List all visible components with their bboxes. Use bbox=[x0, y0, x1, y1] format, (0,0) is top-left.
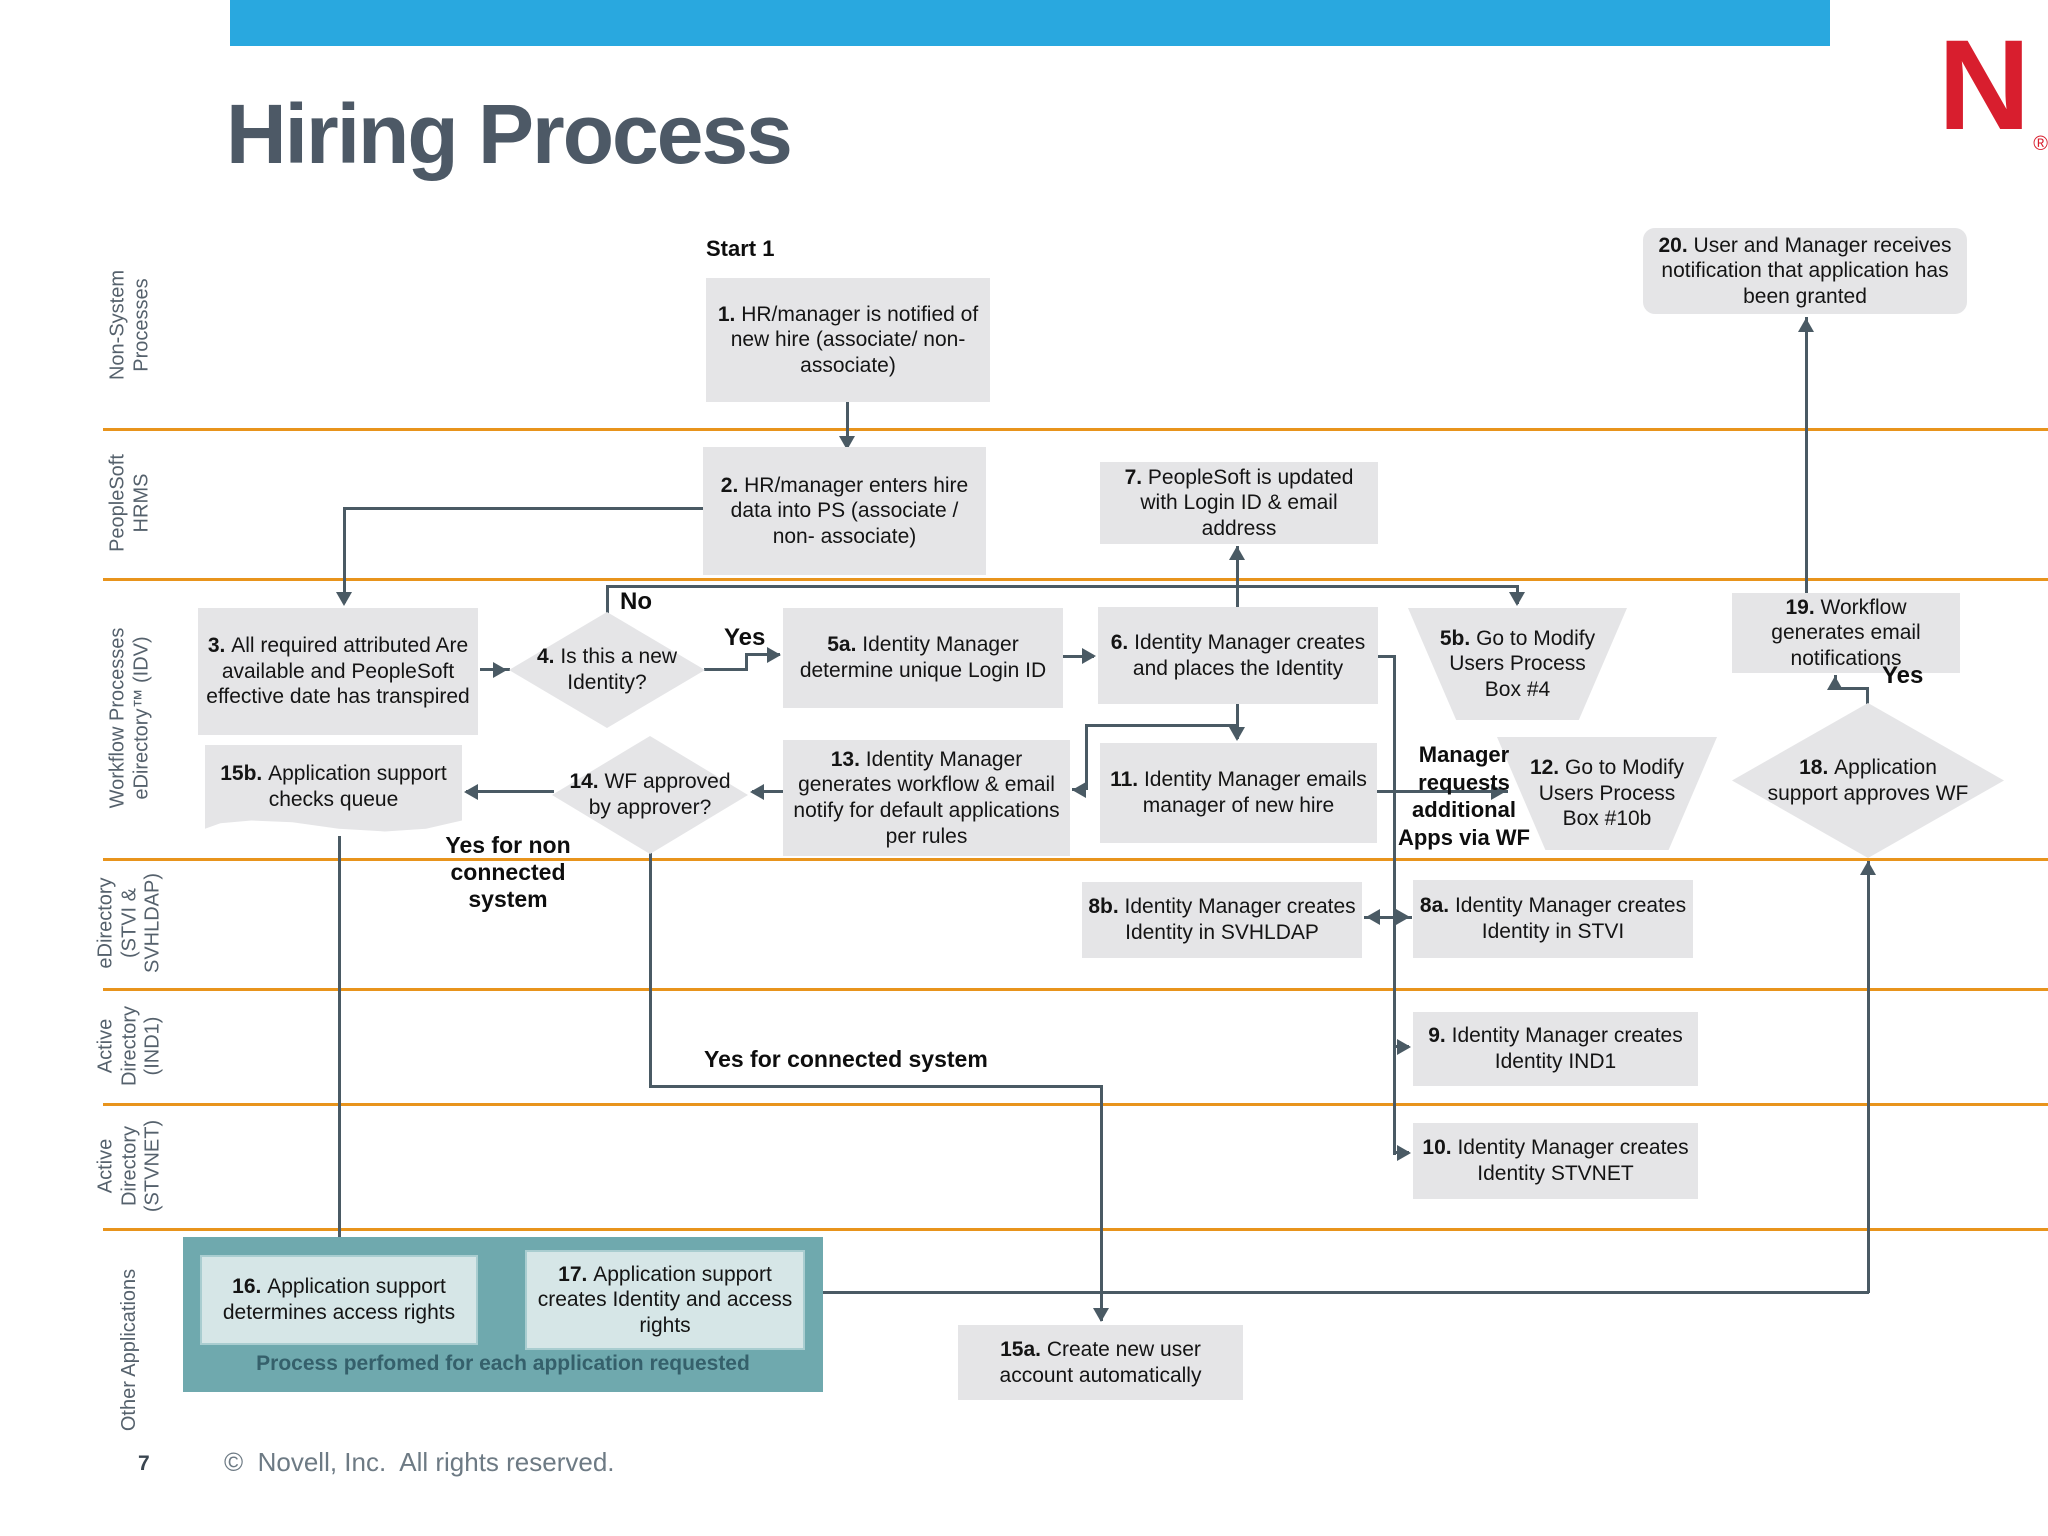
arrowhead bbox=[336, 592, 352, 606]
step-10-box: 10.Identity Manager creates Identity STV… bbox=[1413, 1123, 1698, 1199]
edge-label-yes-non-connected: Yes for non connected system bbox=[445, 832, 571, 912]
arrowhead bbox=[1397, 1145, 1411, 1161]
edge-label-yes: Yes bbox=[724, 624, 766, 651]
step-16-box: 16.Application support determines access… bbox=[200, 1255, 478, 1345]
step-2-box: 2.HR/manager enters hire data into PS (a… bbox=[703, 447, 986, 575]
step-9-box: 9.Identity Manager creates Identity IND1 bbox=[1413, 1012, 1698, 1086]
connector-line bbox=[1867, 861, 1870, 1293]
novell-logo-letter: N bbox=[1938, 14, 2031, 157]
step-15b-document: 15b.Application support checks queue bbox=[205, 745, 462, 837]
lane-label-workflow: Workflow Processes eDirectory™ (IDV) bbox=[106, 627, 152, 809]
connector-line bbox=[1100, 1085, 1103, 1321]
arrowhead bbox=[839, 436, 855, 450]
step-5b-trapezoid: 5b.Go to Modify Users Process Box #4 bbox=[1408, 608, 1627, 720]
step-13-box: 13.Identity Manager generates workflow &… bbox=[783, 740, 1070, 856]
arrowhead bbox=[1082, 648, 1096, 664]
lane-label-ad-ind1: Active Directory (IND1) bbox=[94, 1005, 164, 1087]
connector-line bbox=[704, 668, 748, 671]
lane-label-non-system: Non-System Processes bbox=[106, 269, 152, 381]
connector-line bbox=[1393, 655, 1396, 1155]
lane-divider bbox=[103, 1228, 2048, 1231]
connector-line bbox=[649, 853, 652, 1088]
step-19-box: 19.Workflow generates email notification… bbox=[1732, 593, 1960, 673]
lane-divider bbox=[103, 988, 2048, 991]
arrowhead bbox=[464, 784, 478, 800]
lane-divider bbox=[103, 578, 2048, 581]
connector-line bbox=[606, 585, 609, 615]
page-number: 7 bbox=[138, 1452, 150, 1475]
connector-line bbox=[846, 402, 849, 448]
arrowhead bbox=[1860, 861, 1876, 875]
lane-divider bbox=[103, 428, 2048, 431]
process-group-caption: Process perfomed for each application re… bbox=[256, 1352, 750, 1375]
arrowhead bbox=[1798, 318, 1814, 332]
connector-line bbox=[1866, 687, 1869, 705]
accent-bar bbox=[230, 0, 1830, 46]
connector-line bbox=[1085, 724, 1238, 727]
connector-line bbox=[745, 653, 780, 656]
step-6-box: 6.Identity Manager creates and places th… bbox=[1098, 607, 1378, 704]
arrowhead bbox=[1229, 727, 1245, 741]
connector-line bbox=[343, 507, 346, 603]
step-17-box: 17.Application support creates Identity … bbox=[525, 1250, 805, 1350]
lane-label-ad-stvnet: Active Directory (STVNET) bbox=[94, 1119, 164, 1213]
connector-line bbox=[606, 585, 1518, 588]
arrowhead bbox=[750, 784, 764, 800]
step-8b-box: 8b.Identity Manager creates Identity in … bbox=[1082, 882, 1362, 958]
lane-label-other-apps: Other Applications bbox=[118, 1268, 141, 1432]
arrowhead bbox=[1491, 784, 1505, 800]
arrowhead bbox=[1396, 909, 1410, 925]
arrowhead bbox=[767, 647, 781, 663]
edge-label-yes-approve: Yes bbox=[1882, 662, 1924, 689]
connector-line bbox=[1063, 655, 1094, 658]
connector-line bbox=[1376, 790, 1508, 793]
connector-line bbox=[649, 1085, 1103, 1088]
decision-4-diamond: 4.Is this a new Identity? bbox=[509, 612, 705, 728]
step-15a-box: 15a.Create new user account automaticall… bbox=[958, 1325, 1243, 1400]
connector-line bbox=[805, 1291, 1869, 1294]
step-5a-box: 5a.Identity Manager determine unique Log… bbox=[783, 608, 1063, 708]
lane-label-edirectory: eDirectory (STVI & SVHLDAP) bbox=[94, 872, 164, 974]
arrowhead bbox=[1366, 909, 1380, 925]
step-12-trapezoid: 12.Go to Modify Users Process Box #10b bbox=[1497, 737, 1717, 850]
lane-label-peoplesoft: PeopleSoft HRMS bbox=[106, 454, 152, 552]
step-3-box: 3.All required attributed Are available … bbox=[198, 608, 478, 735]
edge-label-manager-requests: Manager requests additional Apps via WF bbox=[1397, 742, 1530, 850]
registered-mark: ® bbox=[2033, 133, 2048, 155]
page-title: Hiring Process bbox=[226, 87, 793, 181]
edge-label-yes-connected: Yes for connected system bbox=[704, 1046, 988, 1072]
connector-line bbox=[1377, 655, 1395, 658]
decision-14-diamond: 14.WF approved by approver? bbox=[552, 736, 748, 854]
step-20-box: 20.User and Manager receives notificatio… bbox=[1643, 228, 1967, 314]
step-11-box: 11.Identity Manager emails manager of ne… bbox=[1100, 743, 1377, 843]
connector-line bbox=[745, 654, 748, 671]
arrowhead bbox=[493, 662, 507, 678]
connector-line bbox=[338, 836, 341, 1250]
arrowhead bbox=[1397, 1039, 1411, 1055]
connector-line bbox=[1236, 703, 1239, 739]
connector-line bbox=[752, 790, 784, 793]
connector-line bbox=[466, 790, 554, 793]
arrowhead bbox=[1827, 676, 1843, 690]
decision-18-diamond: 18.Application support approves WF bbox=[1732, 703, 2004, 858]
step-8a-box: 8a.Identity Manager creates Identity in … bbox=[1413, 880, 1693, 958]
connector-line bbox=[1364, 916, 1412, 919]
step-1-box: 1.HR/manager is notified of new hire (as… bbox=[706, 278, 990, 402]
start-label: Start 1 bbox=[706, 236, 775, 261]
arrowhead bbox=[1072, 782, 1086, 798]
connector-line bbox=[343, 507, 705, 510]
novell-logo-icon: N ® bbox=[1938, 22, 2048, 158]
connector-line bbox=[1085, 724, 1088, 790]
edge-label-no: No bbox=[620, 588, 652, 615]
step-7-box: 7.PeopleSoft is updated with Login ID & … bbox=[1100, 462, 1378, 544]
lane-divider bbox=[103, 858, 2048, 861]
arrowhead bbox=[1509, 592, 1525, 606]
connector-line bbox=[1236, 546, 1239, 608]
lane-divider bbox=[103, 1103, 2048, 1106]
copyright-text: © Novell, Inc. All rights reserved. bbox=[224, 1447, 615, 1477]
arrowhead bbox=[1093, 1308, 1109, 1322]
arrowhead bbox=[1229, 546, 1245, 560]
connector-line bbox=[1834, 687, 1869, 690]
connector-line bbox=[1805, 317, 1808, 594]
